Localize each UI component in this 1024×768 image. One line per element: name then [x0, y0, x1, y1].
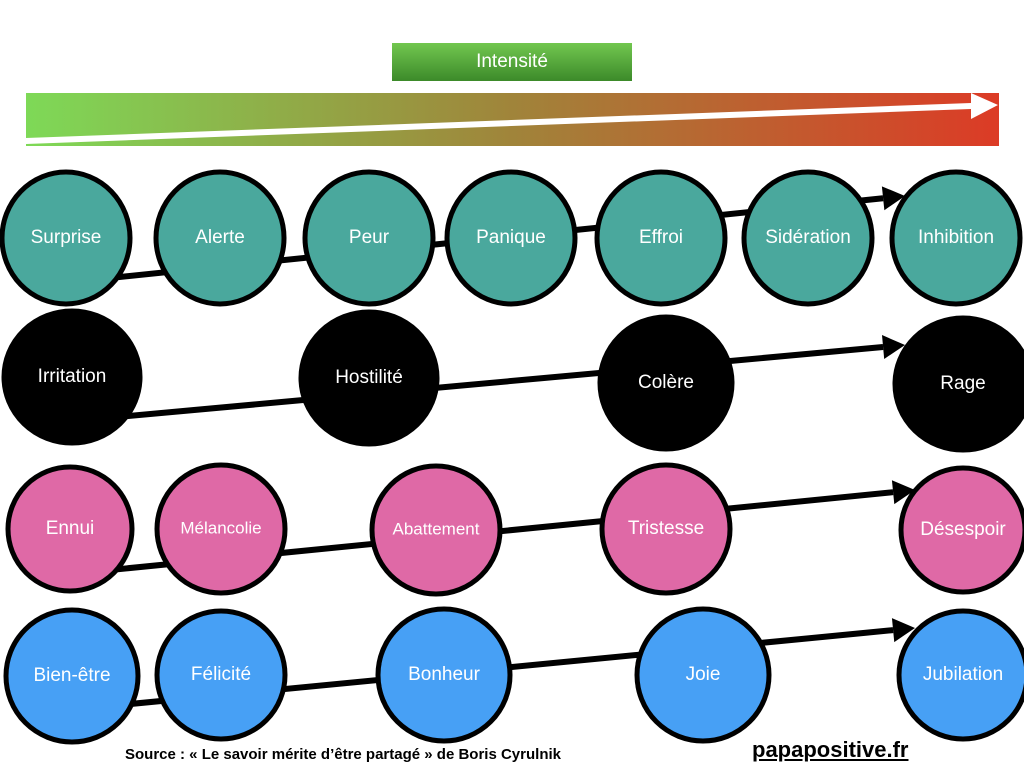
emotion-node: Sidération: [741, 169, 875, 307]
emotion-circle: [594, 169, 728, 307]
arrow-head-icon: [881, 186, 905, 211]
row-colere: Irritation Hostilité Colère Rage: [1, 308, 1024, 453]
emotion-circle: [634, 606, 772, 744]
row-joie: Bien-être Félicité Bonheur Joie Jubilation: [3, 606, 1024, 745]
emotion-label: Inhibition: [918, 227, 994, 248]
emotion-circle: [153, 169, 287, 307]
emotion-label: Tristesse: [628, 518, 704, 539]
row-peur: Surprise Alerte Peur Panique Effroi Sidératio…: [0, 169, 1023, 307]
emotion-node: Tristesse: [599, 462, 733, 596]
emotion-node: Irritation: [1, 308, 143, 446]
emotion-node: Panique: [444, 169, 578, 307]
emotion-label: Jubilation: [923, 664, 1003, 685]
emotion-label: Alerte: [195, 227, 245, 248]
emotion-node: Désespoir: [898, 465, 1024, 595]
emotion-circle: [597, 314, 735, 452]
emotion-circle: [741, 169, 875, 307]
emotion-circle: [1, 308, 143, 446]
emotion-label: Joie: [686, 664, 721, 685]
arrow-head-icon: [891, 480, 915, 505]
emotion-circle: [298, 309, 440, 447]
emotion-circle: [5, 464, 135, 594]
emotion-label: Bien-être: [33, 665, 110, 686]
emotion-label: Abattement: [393, 519, 480, 538]
emotion-label: Peur: [349, 227, 390, 248]
emotion-label: Mélancolie: [180, 518, 261, 537]
emotion-node: Rage: [892, 315, 1024, 453]
emotion-label: Félicité: [191, 664, 251, 685]
emotion-node: Effroi: [594, 169, 728, 307]
emotion-circle: [154, 462, 288, 596]
emotion-label: Sidération: [765, 227, 851, 248]
emotion-label: Bonheur: [408, 664, 481, 685]
emotion-label: Surprise: [31, 227, 102, 248]
emotion-label: Désespoir: [920, 519, 1006, 540]
emotion-circle: [302, 169, 436, 307]
emotion-node: Mélancolie: [154, 462, 288, 596]
emotion-circle: [369, 463, 503, 597]
emotion-node: Bonheur: [375, 606, 513, 744]
emotion-label: Colère: [638, 372, 694, 393]
emotion-node: Bien-être: [3, 607, 141, 745]
emotion-circle: [0, 169, 133, 307]
emotion-label: Hostilité: [335, 367, 403, 388]
emotion-label: Irritation: [38, 366, 107, 387]
emotion-node: Félicité: [154, 608, 288, 742]
emotion-node: Inhibition: [889, 169, 1023, 307]
emotion-node: Joie: [634, 606, 772, 744]
source-citation: Source : « Le savoir mérite d’être parta…: [125, 746, 561, 763]
emotion-node: Surprise: [0, 169, 133, 307]
arrow-head-icon: [891, 618, 915, 643]
emotion-label: Rage: [940, 373, 985, 394]
emotion-node: Hostilité: [298, 309, 440, 447]
emotion-label: Ennui: [46, 518, 95, 539]
emotion-label: Panique: [476, 227, 546, 248]
emotion-circle: [892, 315, 1024, 453]
intensity-arrow-icon: [26, 93, 998, 144]
arrow-head-icon: [881, 335, 905, 359]
emotion-circle: [898, 465, 1024, 595]
intensity-title: Intensité: [392, 43, 632, 81]
emotion-circle: [444, 169, 578, 307]
emotion-label: Effroi: [639, 227, 683, 248]
emotion-node: Peur: [302, 169, 436, 307]
row-tristesse: Ennui Mélancolie Abattement Tristesse Désesp…: [5, 462, 1024, 597]
intensity-gradient-bar: [26, 93, 999, 146]
emotion-node: Jubilation: [896, 608, 1024, 742]
emotion-node: Colère: [597, 314, 735, 452]
emotion-circle: [889, 169, 1023, 307]
emotion-node: Alerte: [153, 169, 287, 307]
emotion-circle: [3, 607, 141, 745]
emotion-node: Abattement: [369, 463, 503, 597]
website-link[interactable]: papapositive.fr: [752, 737, 909, 762]
emotion-circle: [375, 606, 513, 744]
emotion-node: Ennui: [5, 464, 135, 594]
emotion-circle: [154, 608, 288, 742]
row-arrow-line: [29, 344, 884, 428]
emotion-circle: [599, 462, 733, 596]
emotion-circle: [896, 608, 1024, 742]
